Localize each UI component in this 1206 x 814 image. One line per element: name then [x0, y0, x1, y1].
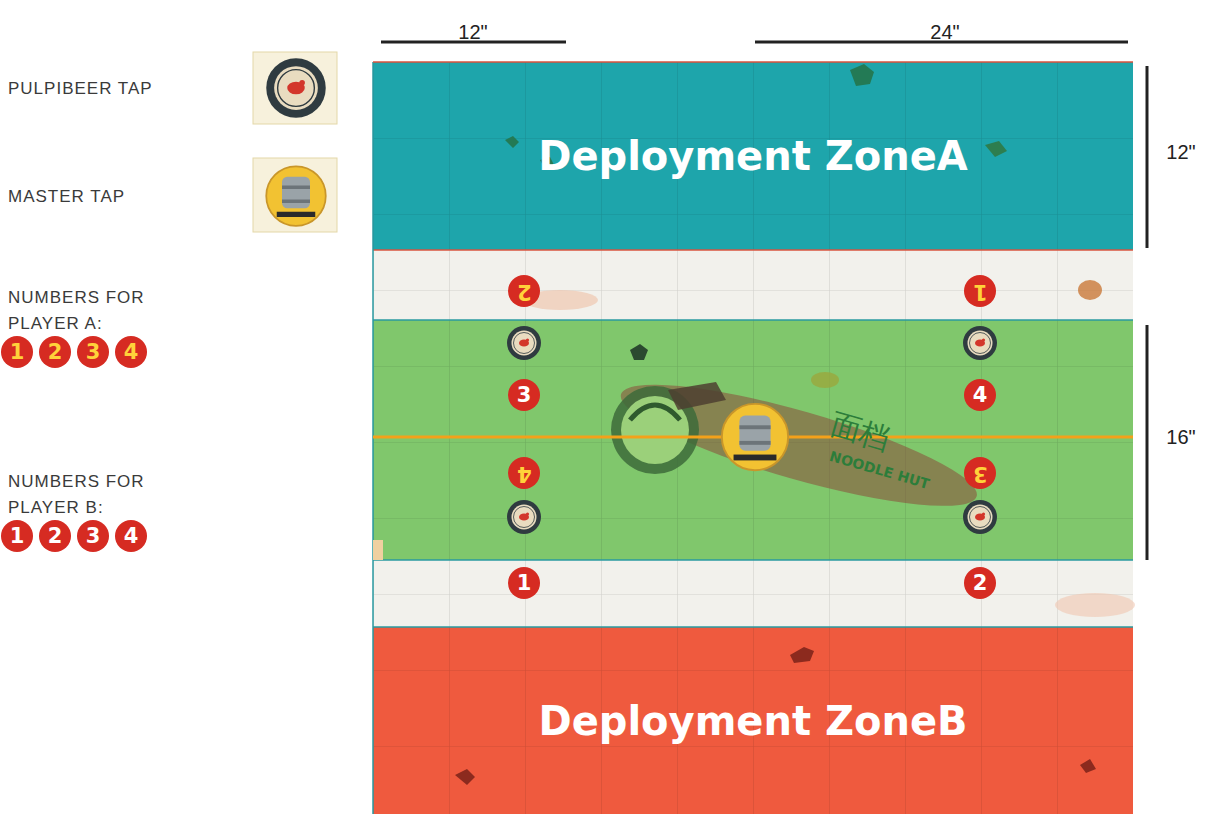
callout-number: 4: [517, 463, 532, 484]
objective-number: 3: [507, 378, 541, 412]
number-disc: [508, 567, 540, 599]
callout-number: 1: [10, 342, 25, 363]
number-disc: [39, 520, 71, 552]
objective-number: 3: [76, 335, 110, 369]
number-disc: [77, 520, 109, 552]
callout-number: 4: [973, 385, 988, 406]
board: [373, 62, 1133, 814]
number-disc: [964, 379, 996, 411]
number-disc: [77, 336, 109, 368]
number-disc: [508, 275, 540, 307]
objective-number: 3: [963, 456, 997, 490]
number-disc: [39, 336, 71, 368]
callout-number: 2: [48, 526, 63, 547]
objective-number: 4: [963, 378, 997, 412]
legend-label: NUMBERS FOR PLAYER A:: [8, 285, 213, 337]
deployment-zone: Deployment ZoneA: [373, 62, 1133, 250]
legend-label: NUMBERS FOR PLAYER B:: [8, 469, 213, 521]
legend-icons: [253, 52, 337, 232]
number-disc: [508, 457, 540, 489]
objective-number: 2: [38, 519, 72, 553]
splats: [373, 64, 1135, 785]
callout-number: 2: [973, 573, 988, 594]
zone-label: Deployment ZoneB: [538, 698, 967, 744]
legend-label: MASTER TAP: [8, 184, 213, 210]
callout-number: 3: [86, 526, 101, 547]
number-disc: [964, 567, 996, 599]
number-disc: [508, 379, 540, 411]
taps: [507, 326, 997, 534]
dimension-label: 12": [1166, 141, 1195, 164]
objective-number: 2: [963, 566, 997, 600]
callout-number: 3: [973, 463, 988, 484]
callout-number: 3: [86, 342, 101, 363]
dimension-label: 16": [1166, 426, 1195, 449]
objective-number: 1: [963, 274, 997, 308]
number-disc: [1, 520, 33, 552]
callout-number: 1: [973, 281, 988, 302]
number-disc: [964, 457, 996, 489]
number-disc: [1, 336, 33, 368]
objective-number: 3: [76, 519, 110, 553]
callout-number: 3: [517, 385, 532, 406]
objective-number: 2: [507, 274, 541, 308]
callout-number: 1: [10, 526, 25, 547]
callout-number: 1: [517, 573, 532, 594]
number-disc: [115, 520, 147, 552]
objective-number: 4: [114, 519, 148, 553]
callout-number: 4: [124, 342, 139, 363]
objective-number: 4: [114, 335, 148, 369]
noodle-hut-logo: [611, 362, 986, 529]
objective-number: 1: [0, 335, 34, 369]
dimension-label: 12": [458, 21, 487, 44]
zone-label: Deployment ZoneA: [538, 133, 968, 179]
callout-number: 4: [124, 526, 139, 547]
deployment-zone: Deployment ZoneB: [373, 627, 1133, 814]
legend-label: PULPIBEER TAP: [8, 76, 213, 102]
objective-number: 2: [38, 335, 72, 369]
objective-number: 1: [0, 519, 34, 553]
number-disc: [115, 336, 147, 368]
callout-number: 2: [48, 342, 63, 363]
number-disc: [964, 275, 996, 307]
callout-number: 2: [517, 281, 532, 302]
objective-number: 4: [507, 456, 541, 490]
objective-number: 1: [507, 566, 541, 600]
dimension-label: 24": [930, 21, 959, 44]
